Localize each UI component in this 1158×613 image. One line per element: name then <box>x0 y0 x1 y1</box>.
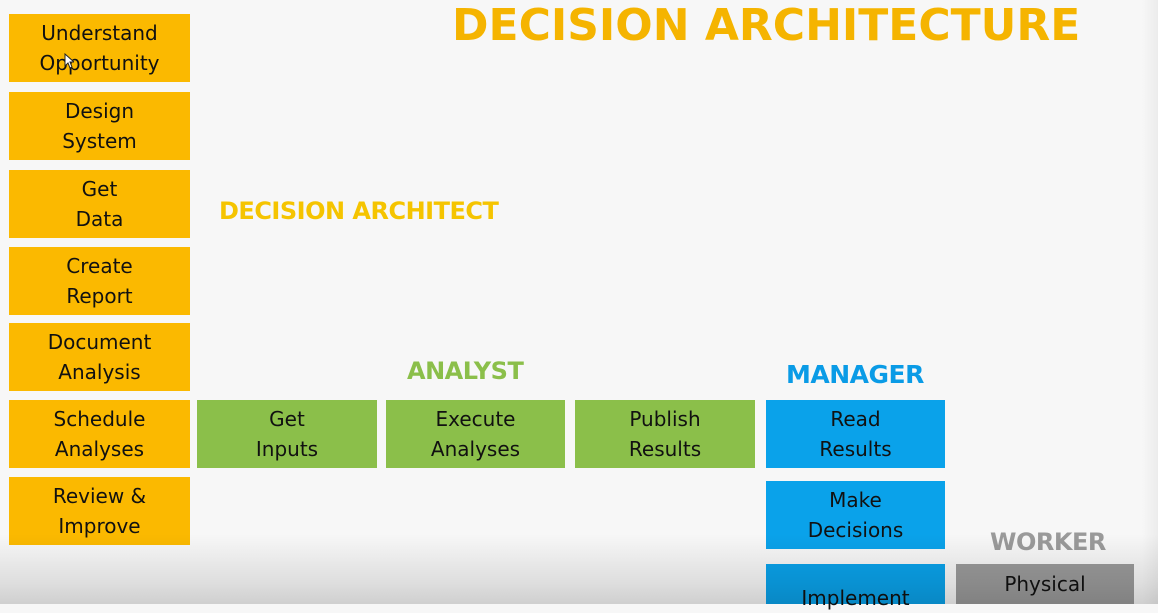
manager-step-read-results: Read Results <box>766 400 945 468</box>
architect-step-document-analysis: Document Analysis <box>9 323 190 391</box>
slide-edge-shade <box>1142 0 1158 604</box>
role-label-worker: WORKER <box>990 528 1106 556</box>
architect-step-understand-opportunity: Understand Opportunity <box>9 14 190 82</box>
role-label-decision-architect: DECISION ARCHITECT <box>219 197 499 225</box>
manager-step-make-decisions: Make Decisions <box>766 481 945 549</box>
analyst-step-publish-results: Publish Results <box>575 400 755 468</box>
role-label-analyst: ANALYST <box>407 357 524 385</box>
worker-step-physical: Physical <box>956 564 1134 604</box>
architect-step-get-data: Get Data <box>9 170 190 238</box>
analyst-step-get-inputs: Get Inputs <box>197 400 377 468</box>
architect-step-create-report: Create Report <box>9 247 190 315</box>
architect-step-schedule-analyses: Schedule Analyses <box>9 400 190 468</box>
manager-step-implement: Implement <box>766 564 945 610</box>
analyst-step-execute-analyses: Execute Analyses <box>386 400 565 468</box>
slide-title: DECISION ARCHITECTURE <box>452 0 1081 51</box>
architect-step-design-system: Design System <box>9 92 190 160</box>
role-label-manager: MANAGER <box>786 360 924 389</box>
architect-step-review-improve: Review & Improve <box>9 477 190 545</box>
mouse-pointer-icon <box>64 53 74 69</box>
